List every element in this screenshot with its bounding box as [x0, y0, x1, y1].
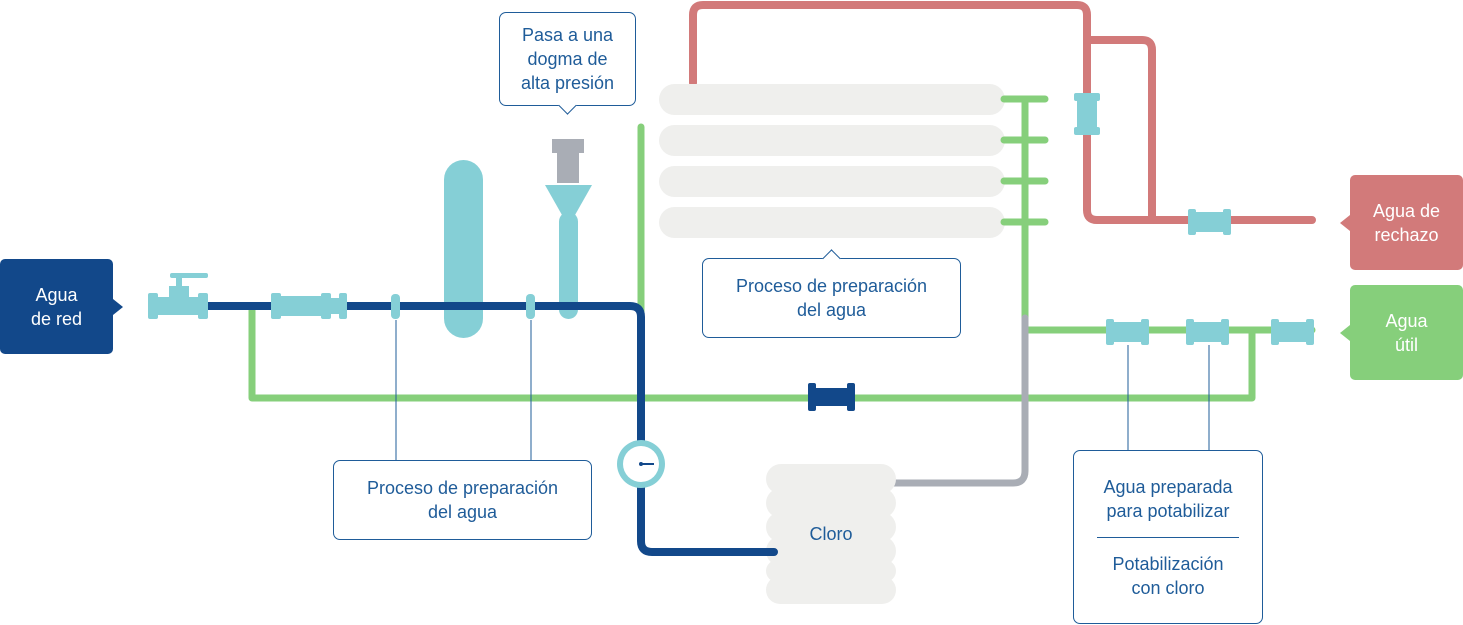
agua-de-red-tag: Agua de red — [0, 259, 123, 354]
filter-tank — [444, 160, 483, 338]
dogma-callout: Pasa a una dogma de alta presión — [499, 12, 636, 115]
reject-water-pipe — [689, 1, 1316, 224]
process-callout-bottom-line-1: Proceso de preparación — [366, 478, 559, 498]
high-pressure-pump — [545, 139, 592, 319]
dogma-callout-line-2: dogma de — [527, 49, 608, 69]
agua-util-line-2: útil — [1394, 334, 1418, 355]
chlorine-tank — [766, 464, 896, 604]
process-callout-top: Proceso de preparación del agua — [702, 249, 961, 338]
inlet-valve — [148, 273, 208, 319]
flange-1 — [391, 294, 400, 319]
dogma-callout-line-1: Pasa a una — [521, 25, 614, 45]
inlet-filter — [271, 293, 347, 319]
agua-de-red-line-2: de red — [30, 308, 83, 329]
agua-preparada-line-2: para potabilizar — [1106, 500, 1230, 521]
potabilizacion-line-1: Potabilización — [1112, 553, 1224, 574]
bypass-valve — [808, 383, 855, 411]
agua-de-red-line-1: Agua — [35, 284, 78, 305]
agua-de-rechazo-tag: Agua de rechazo — [1340, 175, 1463, 270]
agua-de-rechazo-line-1: Agua de — [1372, 200, 1441, 221]
process-callout-bottom: Proceso de preparación del agua — [333, 460, 592, 540]
potabilizacion-line-2: con cloro — [1131, 577, 1205, 598]
agua-util-line-1: Agua — [1385, 310, 1428, 331]
reject-vertical-fitting — [1074, 93, 1100, 135]
agua-util-tag: Agua útil — [1340, 285, 1463, 380]
pressure-gauge — [617, 440, 665, 488]
chlorine-pipe — [884, 314, 1029, 487]
potabilization-callout: Agua preparada para potabilizar Potabili… — [1073, 450, 1263, 624]
callout-divider — [1097, 536, 1239, 538]
process-callout-top-line-2: del agua — [796, 300, 867, 320]
process-callout-top-line-1: Proceso de preparación — [735, 276, 928, 296]
agua-de-rechazo-line-2: rechazo — [1374, 224, 1439, 245]
agua-preparada-line-1: Agua preparada — [1103, 476, 1233, 497]
leader-lines — [395, 320, 1210, 460]
outlet-fittings — [1106, 319, 1314, 345]
membrane-modules — [659, 84, 1005, 238]
supply-pipe — [151, 302, 778, 556]
dogma-callout-line-3: alta presión — [520, 73, 615, 93]
reject-fitting — [1188, 209, 1231, 235]
flange-2 — [526, 294, 535, 319]
cloro-label: Cloro — [809, 524, 853, 544]
process-callout-bottom-line-2: del agua — [427, 502, 498, 522]
